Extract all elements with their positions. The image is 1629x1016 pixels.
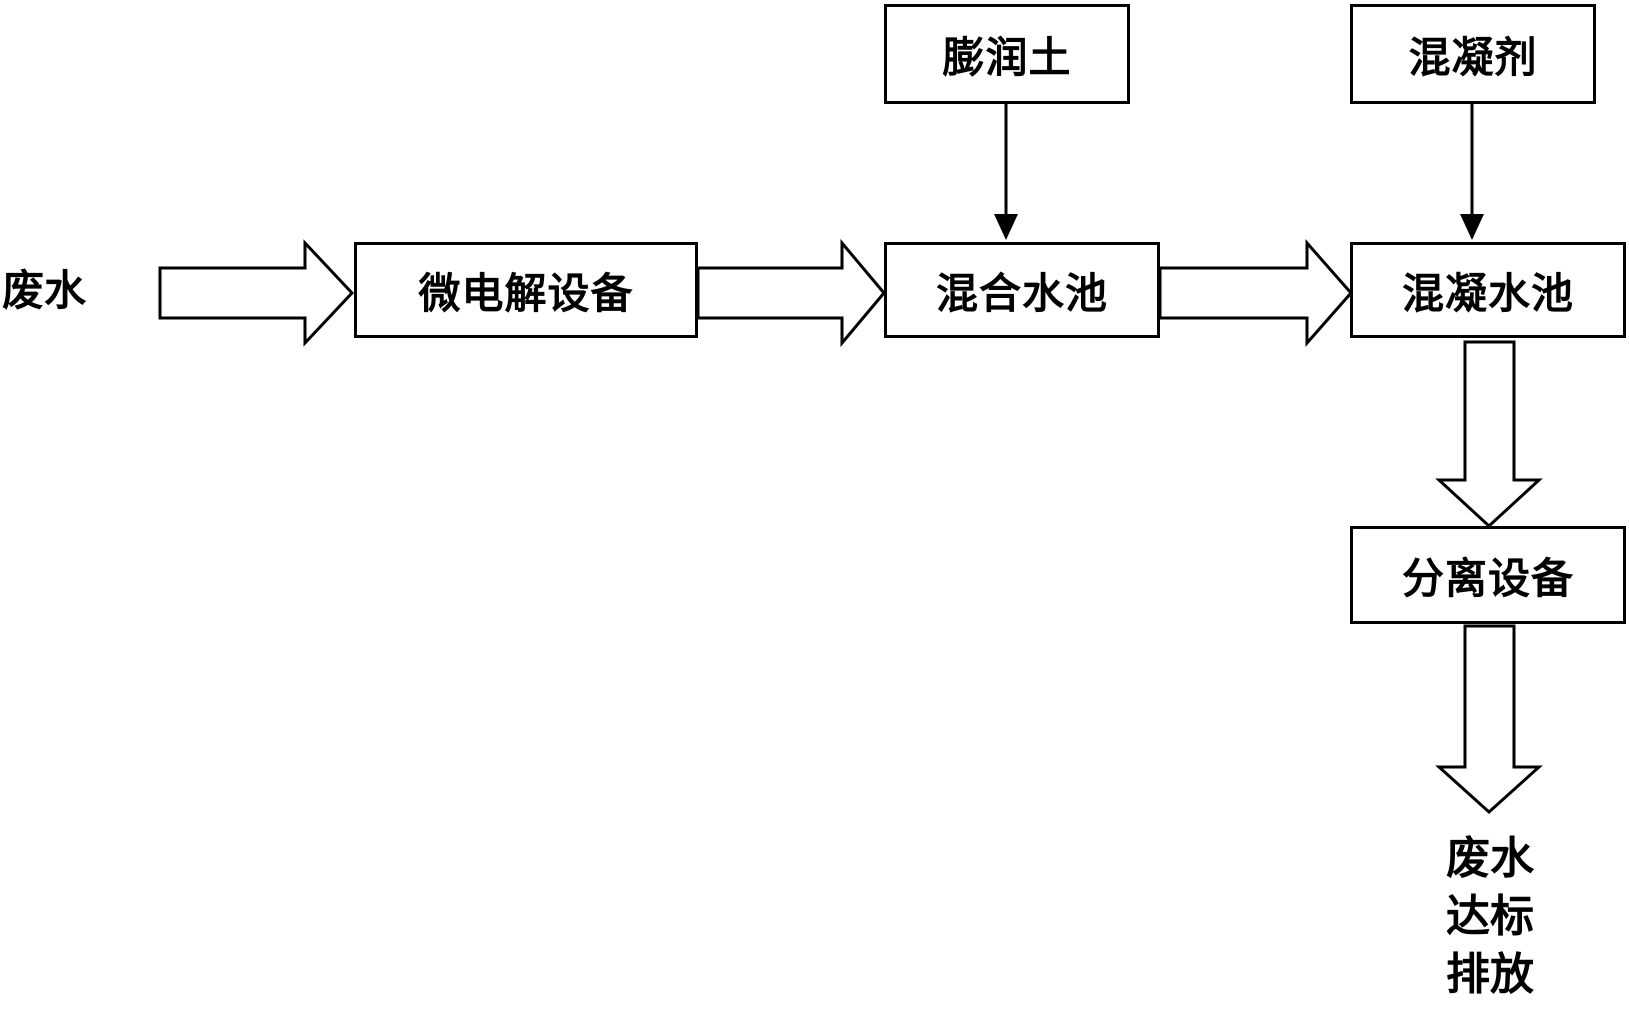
input-wastewater-label: 废水 [2, 266, 87, 315]
separation-label: 分离设备 [1401, 553, 1574, 603]
bentonite-label: 膨润土 [942, 32, 1072, 82]
mixing-tank-box: 混合水池 [884, 242, 1160, 338]
coagulation-tank-label: 混凝水池 [1401, 268, 1574, 318]
output-line-1: 废水 [1446, 833, 1534, 884]
output-discharge-label: 废水 达标 排放 [1430, 830, 1550, 1004]
arrow-input-to-micro [158, 239, 355, 347]
arrow-separation-to-discharge [1435, 624, 1543, 815]
arrow-coagulation-to-separation [1435, 340, 1543, 529]
separation-box: 分离设备 [1350, 526, 1626, 624]
micro-electrolysis-label: 微电解设备 [418, 268, 634, 318]
coagulant-box: 混凝剂 [1350, 4, 1596, 104]
arrow-bentonite-head [994, 214, 1018, 240]
micro-electrolysis-box: 微电解设备 [354, 242, 698, 338]
arrow-mixing-to-coagulation [1158, 239, 1353, 347]
output-line-2: 达标 [1446, 891, 1534, 942]
mixing-tank-label: 混合水池 [935, 268, 1108, 318]
arrow-coagulant-head [1460, 214, 1484, 240]
coagulation-tank-box: 混凝水池 [1350, 242, 1626, 338]
bentonite-box: 膨润土 [884, 4, 1130, 104]
output-line-3: 排放 [1446, 949, 1534, 1000]
arrow-micro-to-mixing [696, 238, 886, 348]
coagulant-label: 混凝剂 [1408, 32, 1538, 82]
